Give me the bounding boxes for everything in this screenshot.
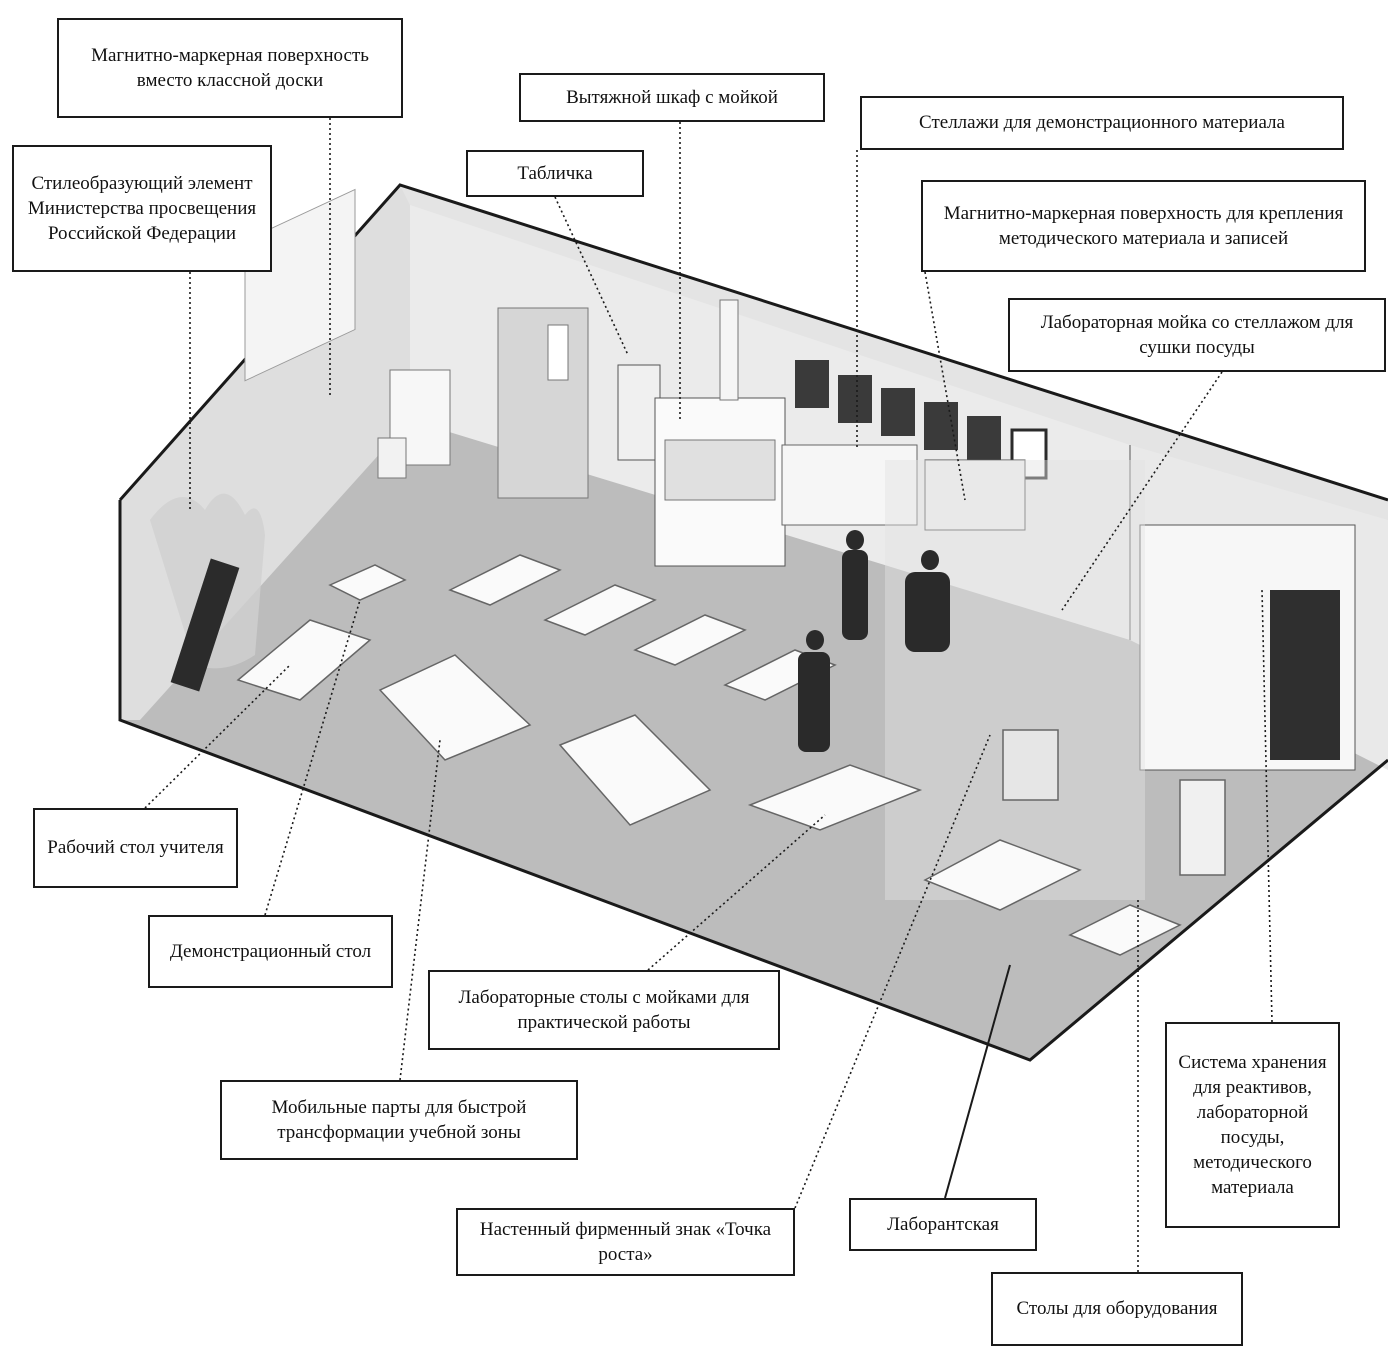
- door-window: [547, 324, 569, 381]
- callout-text: Магнитно-маркерная поверхность для крепл…: [943, 202, 1344, 249]
- callout-teacher-desk: Рабочий стол учителя: [33, 808, 238, 888]
- equipment-table: [1068, 904, 1182, 956]
- room-outline-front: [118, 500, 1388, 1062]
- left-wall-items: [150, 188, 451, 692]
- callout-text: Стеллажи для демонстрационного материала: [919, 112, 1285, 134]
- portrait: [795, 360, 829, 408]
- callout-style-element: Стилеобразующий элемент Министерства про…: [12, 145, 272, 272]
- student-desk: [633, 614, 747, 666]
- equipment-table: [923, 839, 1082, 911]
- people: [798, 530, 950, 752]
- student-desk: [543, 584, 657, 636]
- portrait: [838, 375, 872, 423]
- leader-line: [794, 734, 991, 1209]
- callout-lab-room: Лаборантская: [849, 1198, 1037, 1251]
- callout-text: Табличка: [517, 162, 593, 184]
- callout-text: Лаборантская: [887, 1213, 999, 1235]
- leader-line: [144, 664, 291, 809]
- callout-text: Настенный фирменный знак «Точка роста»: [479, 1218, 772, 1265]
- callout-text: Демонстрационный стол: [169, 940, 372, 962]
- callout-text: Рабочий стол учителя: [47, 837, 224, 859]
- portrait: [924, 402, 958, 450]
- sign-board: [617, 364, 661, 461]
- person-head: [846, 530, 864, 550]
- callout-magnet-board-records: Магнитно-маркерная поверхность для крепл…: [921, 180, 1366, 272]
- person-head: [806, 630, 824, 650]
- callout-lab-tables: Лабораторные столы с мойками для практич…: [428, 970, 780, 1050]
- leader-line: [647, 814, 826, 971]
- callout-demo-table: Демонстрационный стол: [148, 915, 393, 988]
- leader-lines: [144, 118, 1273, 1272]
- portraits: [795, 360, 1048, 480]
- callout-text: Стилеобразующий элемент Министерства про…: [27, 172, 257, 245]
- callout-wall-sign: Настенный фирменный знак «Точка роста»: [456, 1208, 795, 1276]
- person-body: [905, 572, 950, 652]
- mobile-desk: [378, 654, 532, 761]
- storage-trays: [1270, 590, 1340, 760]
- student-desk: [448, 554, 562, 606]
- teacher-desk: [236, 619, 372, 701]
- callout-text: Лабораторные столы с мойками для практич…: [458, 986, 750, 1033]
- callout-text: Столы для оборудования: [1016, 1298, 1218, 1320]
- portrait: [881, 388, 915, 436]
- method-board: [924, 459, 1026, 531]
- leader-line: [554, 196, 629, 356]
- callout-plate: Табличка: [466, 150, 644, 197]
- bin: [377, 437, 407, 479]
- glass-partition: [885, 460, 1145, 900]
- display-panel: [170, 558, 240, 692]
- callout-equipment-tables: Столы для оборудования: [991, 1272, 1243, 1346]
- person-body: [842, 550, 868, 640]
- back-wall-items: [497, 299, 1356, 900]
- leader-line: [399, 739, 441, 1081]
- room-outline: [118, 183, 1388, 502]
- callout-mobile-desks: Мобильные парты для быстрой трансформаци…: [220, 1080, 578, 1160]
- callout-text: Мобильные парты для быстрой трансформаци…: [271, 1096, 527, 1143]
- hood-duct: [719, 299, 739, 401]
- callout-text: Система хранения для реактивов, лаборато…: [1178, 1051, 1327, 1199]
- back-wall: [400, 185, 1388, 530]
- callout-text: Магнитно-маркерная поверхность вместо кл…: [91, 44, 369, 91]
- callout-magnet-board: Магнитно-маркерная поверхность вместо кл…: [57, 18, 403, 118]
- display-shelves: [781, 444, 918, 526]
- portrait: [967, 416, 1001, 464]
- lab-table: [747, 764, 923, 831]
- display-case: [1002, 729, 1059, 801]
- person-head: [921, 550, 939, 570]
- magnet-board: [244, 188, 356, 382]
- callout-text: Вытяжной шкаф с мойкой: [566, 86, 778, 108]
- demo-table: [328, 564, 407, 601]
- mobile-desk: [558, 714, 712, 826]
- callout-shelves: Стеллажи для демонстрационного материала: [860, 96, 1344, 150]
- door: [497, 307, 589, 499]
- callout-fume-hood: Вытяжной шкаф с мойкой: [519, 73, 825, 122]
- leader-line-solid: [944, 964, 1011, 1199]
- person-body: [798, 652, 830, 752]
- callout-storage: Система хранения для реактивов, лаборато…: [1165, 1022, 1340, 1228]
- leader-line: [924, 271, 966, 501]
- callout-text: Лабораторная мойка со стеллажом для сушк…: [1040, 311, 1354, 358]
- fume-hood-window: [664, 439, 776, 501]
- furniture: [236, 554, 1226, 956]
- leader-line: [1261, 589, 1273, 1023]
- coat-rack: [1179, 779, 1226, 876]
- callout-lab-sink: Лабораторная мойка со стеллажом для сушк…: [1008, 298, 1386, 372]
